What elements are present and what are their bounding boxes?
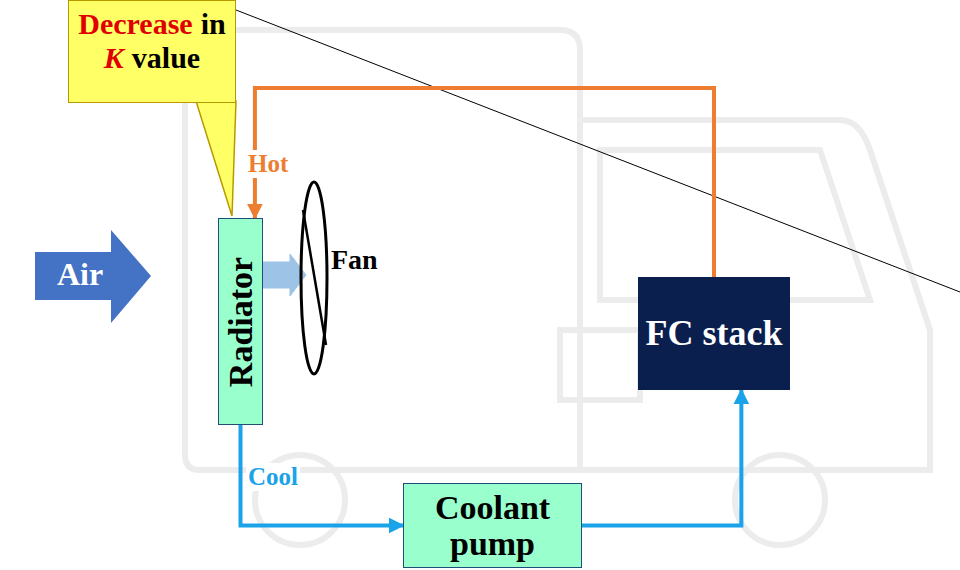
radiator-box: Radiator — [218, 218, 263, 425]
pump-box: Coolant pump — [403, 483, 582, 568]
callout-text: Decrease — [78, 7, 192, 40]
air-arrow: Air — [35, 230, 151, 323]
callout-text: in — [201, 7, 226, 40]
coolant-line — [255, 88, 714, 277]
truck-watermark — [185, 30, 930, 545]
callout-text: K — [104, 41, 124, 74]
box-label: Coolant pump — [404, 490, 581, 561]
edge-label: Cool — [246, 463, 300, 491]
edge-label: Hot — [246, 150, 290, 178]
callout-text: value — [132, 41, 200, 74]
fan-symbol — [301, 182, 327, 374]
arrow-label: Air — [57, 256, 103, 293]
callout-pointer — [196, 101, 236, 216]
callout-box: Decrease inKvalue — [68, 0, 236, 103]
box-label: FC stack — [646, 314, 783, 354]
fan-blade — [303, 210, 326, 345]
fc-stack-box: FC stack — [638, 277, 790, 390]
box-label: Radiator — [222, 256, 260, 386]
coolant-line — [241, 425, 404, 526]
fan-label: Fan — [329, 244, 380, 276]
leader-line — [236, 10, 960, 292]
coolant-line — [582, 390, 741, 526]
